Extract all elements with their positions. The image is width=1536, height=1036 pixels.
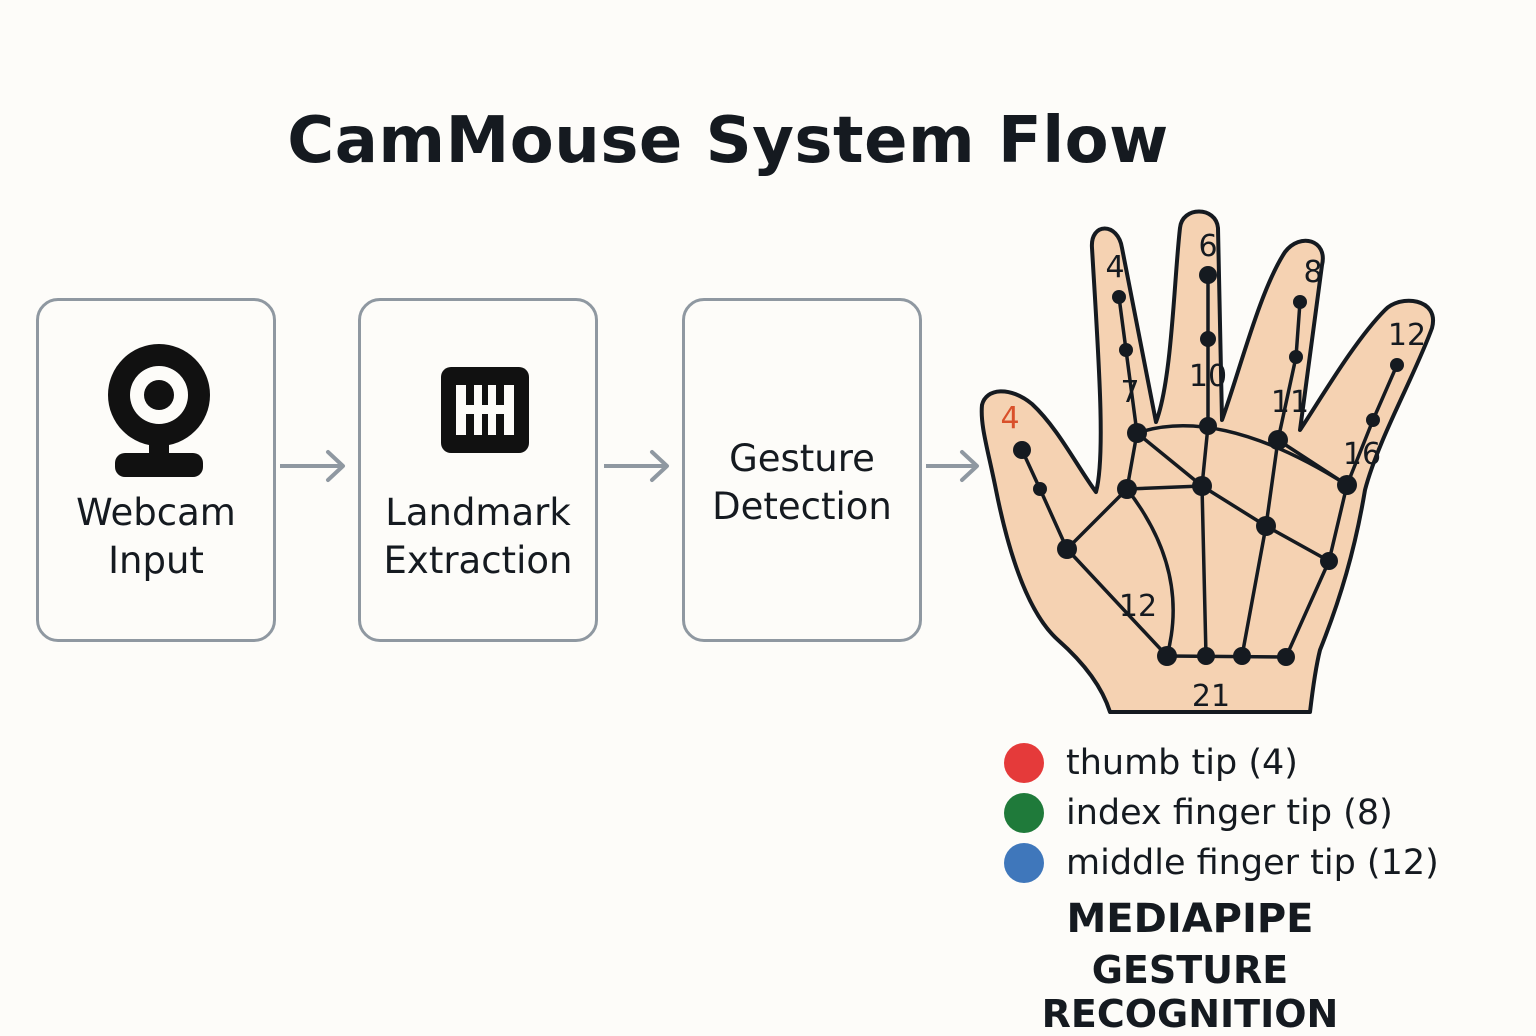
step-label: Webcam Input xyxy=(76,491,236,582)
legend-item: thumb tip (4) xyxy=(1004,738,1439,788)
finger-label: 10 xyxy=(1189,359,1227,394)
hand-landmark-illustration: 4 4 7 6 10 8 11 12 16 12 21 xyxy=(979,209,1436,714)
legend-item: middle finger tip (12) xyxy=(1004,838,1439,888)
legend-dot-middle xyxy=(1004,843,1044,883)
brand-gesture-recognition: GESTURE RECOGNITION xyxy=(1041,948,1339,1036)
hand-outline xyxy=(979,209,1436,714)
diagram-title: CamMouse System Flow xyxy=(287,104,1169,178)
arrow-right-icon xyxy=(604,450,669,482)
step-label: Gesture Detection xyxy=(712,437,892,528)
step-label: Landmark Extraction xyxy=(383,491,573,582)
legend-text: middle finger tip (12) xyxy=(1066,843,1439,883)
legend-text: thumb tip (4) xyxy=(1066,743,1298,783)
finger-label: 4 xyxy=(1105,250,1124,285)
legend: thumb tip (4) index finger tip (8) middl… xyxy=(1004,738,1439,888)
landmark-grid-icon xyxy=(441,367,529,453)
webcam-icon xyxy=(108,344,210,477)
wrist-label: 21 xyxy=(1192,679,1230,714)
finger-label: 6 xyxy=(1198,229,1217,264)
legend-dot-index xyxy=(1004,793,1044,833)
step-webcam-input: Webcam Input xyxy=(36,298,276,642)
finger-label: 12 xyxy=(1388,318,1426,353)
palm-label: 12 xyxy=(1119,589,1157,624)
brand-mediapipe: MEDIAPIPE xyxy=(1066,896,1314,942)
finger-label: 16 xyxy=(1343,437,1381,472)
legend-text: index finger tip (8) xyxy=(1066,793,1393,833)
step-gesture-detection: Gesture Detection xyxy=(682,298,922,642)
legend-item: index finger tip (8) xyxy=(1004,788,1439,838)
finger-label: 11 xyxy=(1271,385,1309,420)
finger-label: 7 xyxy=(1120,375,1139,410)
thumb-tip-label: 4 xyxy=(1000,401,1019,436)
arrow-right-icon xyxy=(926,450,979,482)
step-landmark-extraction: Landmark Extraction xyxy=(358,298,598,642)
legend-dot-thumb xyxy=(1004,743,1044,783)
finger-label: 8 xyxy=(1303,255,1322,290)
arrow-right-icon xyxy=(280,450,345,482)
